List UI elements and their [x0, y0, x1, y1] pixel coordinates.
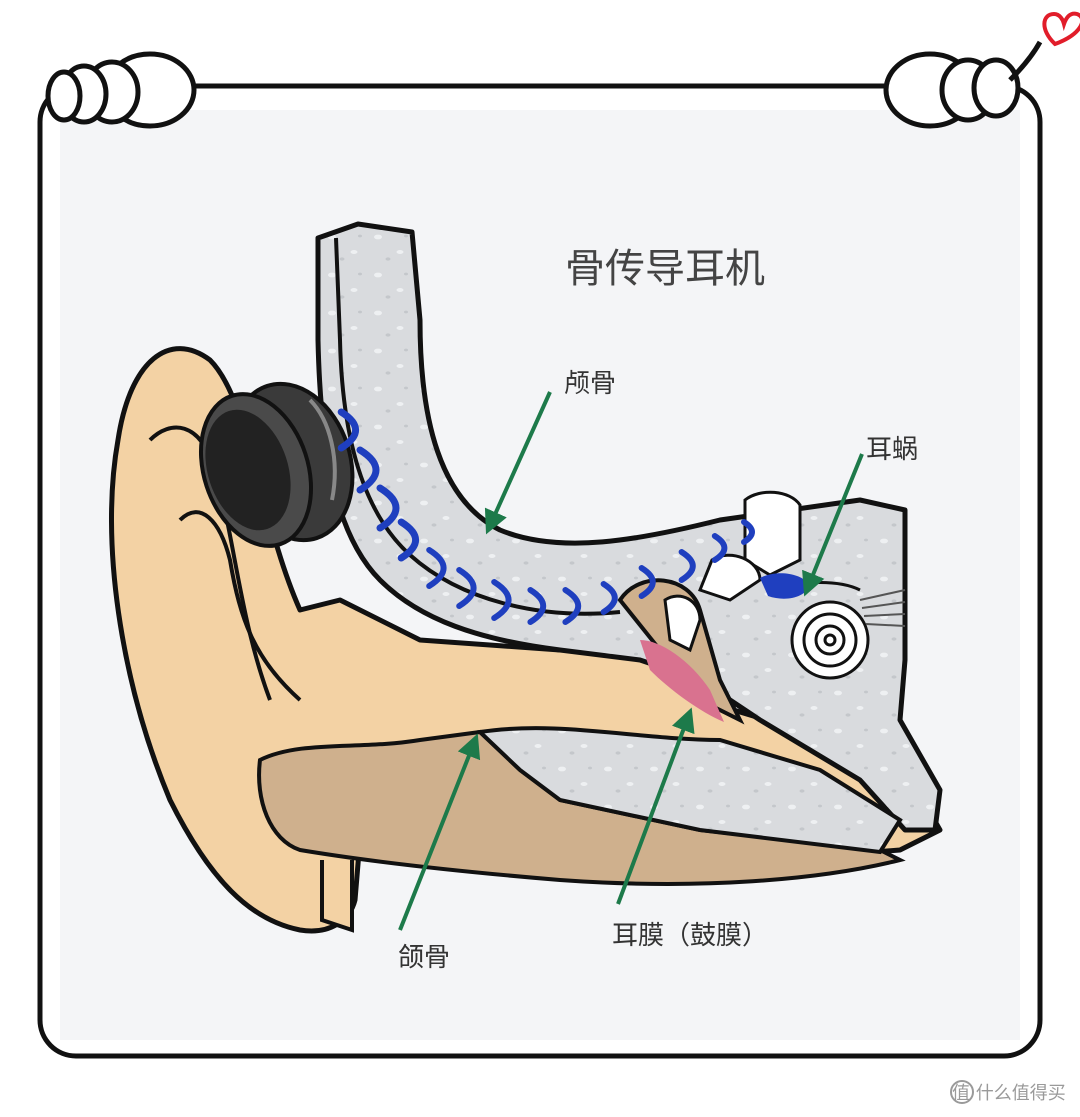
heart-icon — [1044, 14, 1080, 44]
ear-lobe-notch — [322, 860, 352, 930]
label-eardrum: 耳膜（鼓膜） — [612, 921, 768, 951]
left-hand-icon — [48, 54, 194, 126]
diagram-title: 骨传导耳机 — [565, 246, 765, 292]
watermark-text: 值 什么值得买 — [952, 1083, 1066, 1104]
label-cochlea: 耳蜗 — [866, 435, 918, 465]
label-skull: 颅骨 — [564, 369, 616, 399]
label-jawbone: 颌骨 — [398, 943, 450, 973]
